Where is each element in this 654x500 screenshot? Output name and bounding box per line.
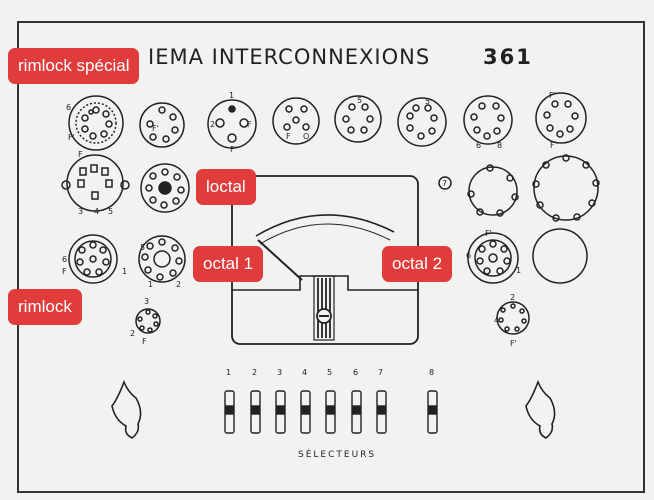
pin-label: 3 <box>144 297 149 306</box>
tube-socket-octal-1 <box>138 235 186 283</box>
tube-socket-octal-2 <box>467 232 519 284</box>
pin-label: 4 <box>94 207 99 216</box>
panel-border <box>17 21 645 493</box>
pin-label: 1 <box>122 267 127 276</box>
selector-switch-1 <box>224 390 235 434</box>
tube-socket-miniature-a <box>135 308 161 334</box>
socket-row-4 <box>135 301 530 335</box>
tube-socket-rimlock-special <box>68 95 124 151</box>
pin-label: F' <box>230 145 237 154</box>
pin-label: F <box>78 150 83 159</box>
tube-socket-small-7 <box>438 176 452 190</box>
pin-label: F <box>62 267 67 276</box>
pin-label: F' <box>510 339 517 348</box>
selector-switch-8 <box>427 390 438 434</box>
selector-number: 5 <box>327 368 332 377</box>
pin-label: 6 <box>466 251 471 260</box>
selector-switch-7 <box>376 390 387 434</box>
socket-row-2 <box>61 154 600 222</box>
tube-socket-miniature-b <box>496 301 530 335</box>
tube-socket-7pin-b <box>397 97 447 147</box>
pin-label: 2 <box>510 293 515 302</box>
pin-label: 2 <box>210 120 215 129</box>
selector-number: 4 <box>302 368 307 377</box>
tube-socket-6pin <box>334 95 382 143</box>
tube-socket-7pin <box>139 102 185 148</box>
pin-label: F' <box>152 124 159 133</box>
selector-number: 1 <box>226 368 231 377</box>
selector-number: 6 <box>353 368 358 377</box>
selector-switch-6 <box>351 390 362 434</box>
panel-title: IEMA INTERCONNEXIONS <box>148 45 430 69</box>
panel-model-number: 361 <box>483 45 533 69</box>
selector-switch-3 <box>275 390 286 434</box>
pin-label: 7 <box>442 179 447 188</box>
pin-label: F' <box>549 91 556 100</box>
selector-switch-2 <box>250 390 261 434</box>
selector-number: 2 <box>252 368 257 377</box>
tube-socket-large-7pin <box>467 164 519 217</box>
pin-label: 1 <box>229 91 234 100</box>
pin-label: 5 <box>357 96 362 105</box>
tube-socket-rimlock-b <box>68 234 118 284</box>
tube-socket-8pin-b <box>535 92 587 144</box>
selector-switch-4 <box>300 390 311 434</box>
selector-number: 7 <box>378 368 383 377</box>
annotation-loctal: loctal <box>196 169 256 205</box>
selector-caption: SÉLECTEURS <box>298 448 376 460</box>
pin-label: 1 <box>516 266 521 275</box>
socket-row-1 <box>68 92 587 151</box>
pin-label: 3 <box>78 207 83 216</box>
meter-needle <box>257 239 303 281</box>
pin-label: 5 <box>425 97 430 106</box>
pin-label: F <box>142 337 147 346</box>
selector-number: 8 <box>429 368 434 377</box>
tube-socket-5pin-b <box>272 97 320 145</box>
annotation-rimlock: rimlock <box>8 289 82 325</box>
pin-label: F <box>550 141 555 150</box>
annotation-octal-2: octal 2 <box>382 246 453 282</box>
pin-label: 5 <box>108 207 113 216</box>
pin-label: 4 <box>494 316 499 325</box>
right-knob <box>525 379 556 439</box>
pin-label: 2 <box>176 280 181 289</box>
pin-label: O <box>303 132 309 141</box>
pin-label: F' <box>485 229 492 238</box>
tube-socket-8pin-a <box>463 95 513 145</box>
pin-label: 6 <box>62 255 67 264</box>
selector-switches <box>224 390 438 434</box>
tube-socket-5pin-a <box>207 99 257 149</box>
pin-label: 5 <box>140 243 145 252</box>
tube-socket-loctal <box>140 163 190 213</box>
blank-socket-circle <box>532 228 588 284</box>
pin-label: F <box>247 120 252 129</box>
pin-label: 1 <box>148 280 153 289</box>
tube-socket-large-9pin <box>532 154 600 222</box>
annotation-rimlock-special: rimlock spécial <box>8 48 140 84</box>
socket-row-3 <box>68 228 588 284</box>
pin-label: 6 <box>476 141 481 150</box>
pin-label: F' <box>68 133 75 142</box>
left-knob <box>111 379 142 439</box>
pin-label: F <box>286 132 291 141</box>
selector-number: 3 <box>277 368 282 377</box>
tube-socket-rimlock-a <box>61 154 130 212</box>
annotation-octal-1: octal 1 <box>193 246 264 282</box>
pin-label: 2 <box>130 329 135 338</box>
pin-label: 8 <box>497 141 502 150</box>
pin-label: 6 <box>66 103 71 112</box>
selector-switch-5 <box>325 390 336 434</box>
